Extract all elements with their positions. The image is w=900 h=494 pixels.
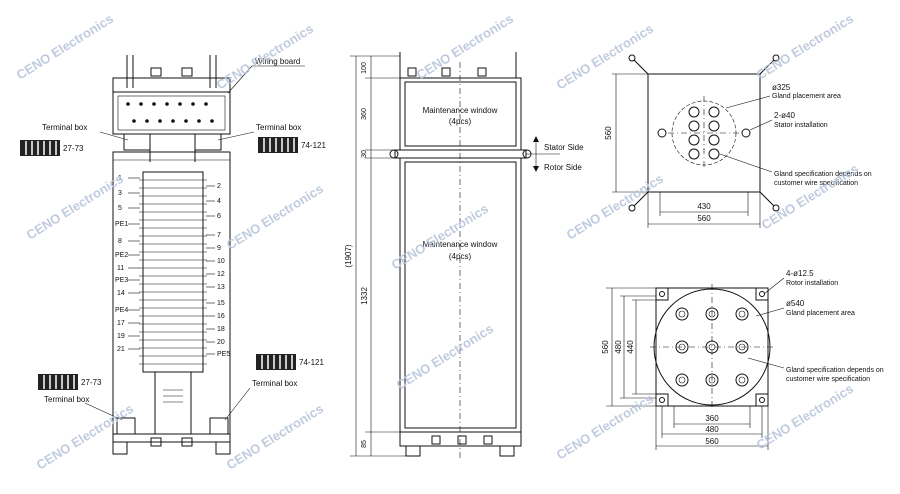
terminal-strip-icon [258,137,298,153]
terminal-box-label-bottom-right: Terminal box [252,379,297,388]
lower-gland-diameter: ø540 [786,299,805,308]
right-terminal-labels: 2 4 6 7 9 10 12 13 15 16 18 20 PE5 [217,183,230,358]
terminal-label: 1 [118,175,122,182]
upper-stator-install: Stator installation [774,122,828,129]
dim-30: 30 [361,150,368,158]
terminal-label: 12 [217,271,225,278]
terminal-label: 18 [217,326,225,333]
terminal-label: 4 [217,198,221,205]
terminal-label: PE1 [115,221,128,228]
top-view-lower: 560 480 440 360 480 560 4-ø12.5 Rotor in… [601,269,884,450]
terminal-range-top-left: 27-73 [63,144,84,153]
gland-holes [688,106,720,160]
terminal-box-label-bottom-left: Terminal box [44,395,89,404]
watermark: CENO Electronics [754,381,856,453]
upper-stator-holes: 2-ø40 [774,111,795,120]
watermark: CENO Electronics [214,21,316,93]
terminal-label: 19 [117,333,125,340]
lower-dim-480: 480 [705,425,719,434]
terminal-label: 17 [117,320,125,327]
watermark: CENO Electronics [554,391,656,463]
terminal-label: 20 [217,339,225,346]
maintenance-window-lower-qty: (4pcs) [449,252,472,261]
watermark: CENO Electronics [224,401,326,473]
lower-dim-560: 560 [705,437,719,446]
watermark: CENO Electronics [224,181,326,253]
lower-rotor-install: Rotor installation [786,280,838,287]
rotor-gland-holes [675,307,749,387]
lower-rotor-holes: 4-ø12.5 [786,269,814,278]
terminal-range-top-right: 74-121 [301,141,326,150]
terminal-strip-icon [38,374,78,390]
upper-dim-height: 560 [604,126,613,140]
rotor-side-label: Rotor Side [544,163,582,172]
stator-side-label: Stator Side [544,143,584,152]
terminal-label: PE5 [217,351,230,358]
upper-gland-diameter: ø325 [772,83,791,92]
terminal-box-label-top-left: Terminal box [42,123,87,132]
upper-gland-spec-2: customer wire specification [774,180,858,187]
dim-360: 360 [361,108,368,120]
lower-dim-360: 360 [705,414,719,423]
terminal-label: 5 [118,205,122,212]
slip-ring-stack [139,179,207,365]
terminal-label: 3 [118,190,122,197]
terminal-label: 10 [217,258,225,265]
watermark: CENO Electronics [564,171,666,243]
side-view: Maintenance window (4pcs) Maintenance wi… [344,52,584,460]
terminal-label: 2 [217,183,221,190]
watermark: CENO Electronics [754,11,856,83]
dim-total: (1907) [344,244,353,267]
terminal-strip-icon [256,354,296,370]
terminal-label: 11 [117,265,124,272]
wiring-board-holes [126,102,214,123]
watermark: CENO Electronics [24,171,126,243]
terminal-label: 9 [217,245,221,252]
watermark: CENO Electronics [394,321,496,393]
dim-85: 85 [361,440,368,448]
wiring-board-label: Wiring board [255,57,300,66]
upper-gland-area: Gland placement area [772,93,841,100]
watermark: CENO Electronics [34,401,136,473]
maintenance-window-upper-qty: (4pcs) [449,117,472,126]
terminal-label: 15 [217,300,225,307]
lower-gland-spec-1: Gland specification depends on [786,367,884,374]
upper-dim-560: 560 [697,214,711,223]
terminal-strip-icon [20,140,60,156]
terminal-range-bottom-right: 74-121 [299,358,324,367]
watermark: CENO Electronics [554,21,656,93]
upper-gland-spec-1: Gland specification depends on [774,171,872,178]
watermark: CENO Electronics [389,201,491,273]
terminal-label: 16 [217,313,225,320]
watermarks: CENO Electronics CENO Electronics CENO E… [14,11,861,473]
top-view-upper: 560 430 560 ø325 Gland placement area 2-… [604,54,872,228]
watermark: CENO Electronics [14,11,116,83]
lower-dim-440-v: 440 [626,340,635,354]
terminal-label: PE3 [115,277,128,284]
terminal-label: PE4 [115,307,128,314]
terminal-label: 14 [117,290,125,297]
lower-gland-area: Gland placement area [786,310,855,317]
terminal-label: 8 [118,238,122,245]
lower-gland-spec-2: customer wire specification [786,376,870,383]
upper-dim-430: 430 [697,202,711,211]
dim-100: 100 [361,62,368,74]
terminal-box-label-top-right: Terminal box [256,123,301,132]
left-terminal-labels: 1 3 5 PE1 8 PE2 11 PE3 14 PE4 17 19 21 [115,175,128,353]
lower-dim-480-v: 480 [614,340,623,354]
terminal-label: 13 [217,284,225,291]
dim-1332: 1332 [360,287,369,305]
terminal-range-bottom-left: 27-73 [81,378,102,387]
front-view: 1 3 5 PE1 8 PE2 11 PE3 14 PE4 17 19 21 2… [20,55,326,455]
terminal-label: 21 [117,346,125,353]
lower-dim-560-v: 560 [601,340,610,354]
terminal-label: 7 [217,232,221,239]
terminal-label: 6 [217,213,221,220]
watermark: CENO Electronics [414,11,516,83]
terminal-label: PE2 [115,252,128,259]
